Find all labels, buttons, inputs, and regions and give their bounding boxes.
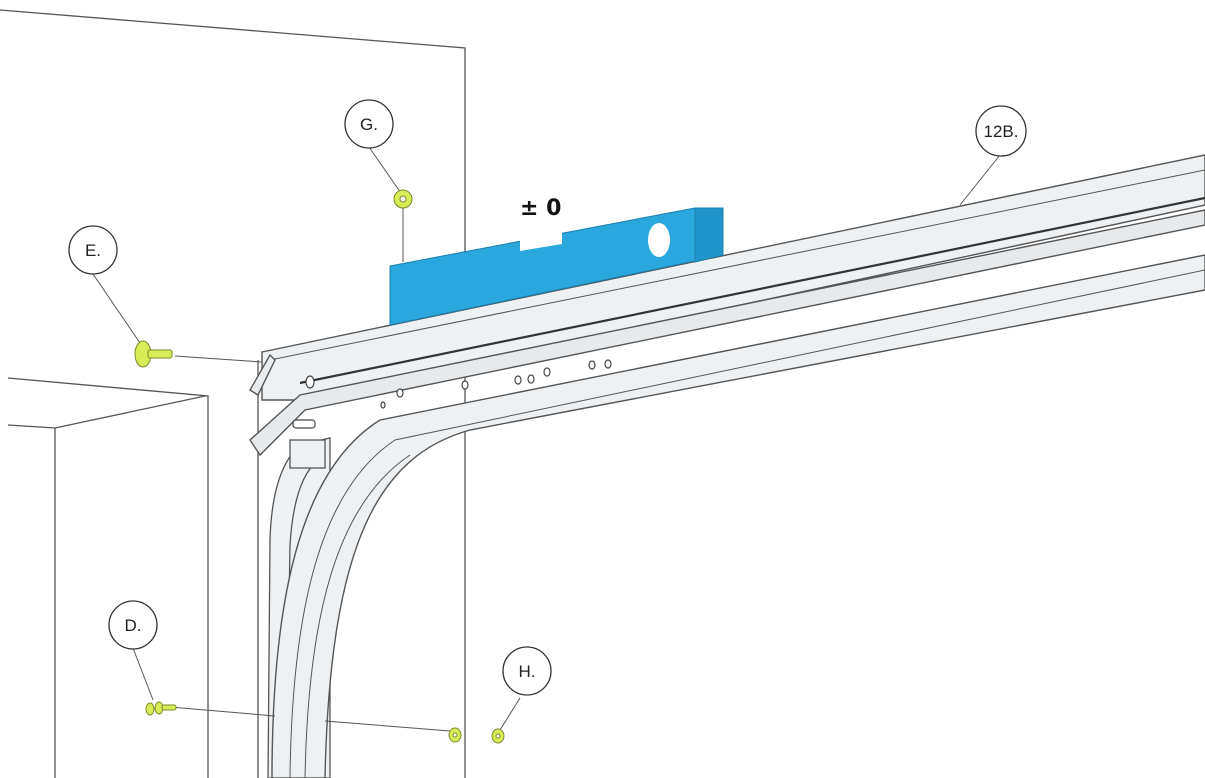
- callout-g: G.: [344, 99, 394, 149]
- door-jamb-block: [7, 377, 209, 778]
- header-board: [0, 9, 466, 778]
- bolt-d-icon: [145, 701, 177, 716]
- callout-e: E.: [68, 225, 118, 275]
- callout-12b: 12B.: [975, 105, 1027, 157]
- leader-lines: [92, 146, 1001, 732]
- curved-track: [271, 254, 1205, 778]
- washer-h-icon: [448, 727, 462, 743]
- spirit-level: ± 0: [389, 196, 724, 326]
- svg-text:H.: H.: [519, 662, 536, 681]
- carriage-bolt-e-icon: [134, 340, 173, 368]
- callouts: G. 12B. E. D. H.: [68, 99, 1027, 696]
- svg-text:12B.: 12B.: [984, 122, 1019, 141]
- track-holes: [292, 359, 612, 429]
- spirit-level-bubble-window: [520, 232, 562, 251]
- svg-text:G.: G.: [360, 115, 378, 134]
- svg-text:E.: E.: [85, 241, 101, 260]
- callout-h: H.: [502, 646, 552, 696]
- horizontal-angle-rail: [249, 154, 1205, 457]
- spirit-level-hole: [648, 223, 670, 257]
- svg-text:D.: D.: [125, 616, 142, 635]
- nut-h-icon: [491, 728, 505, 744]
- hardware: [134, 189, 505, 744]
- level-reading: ± 0: [520, 196, 561, 221]
- flange-nut-g-icon: [393, 189, 413, 209]
- wall-structure: [0, 9, 466, 778]
- callout-d: D.: [108, 600, 158, 650]
- door-jamb-front: [7, 395, 206, 429]
